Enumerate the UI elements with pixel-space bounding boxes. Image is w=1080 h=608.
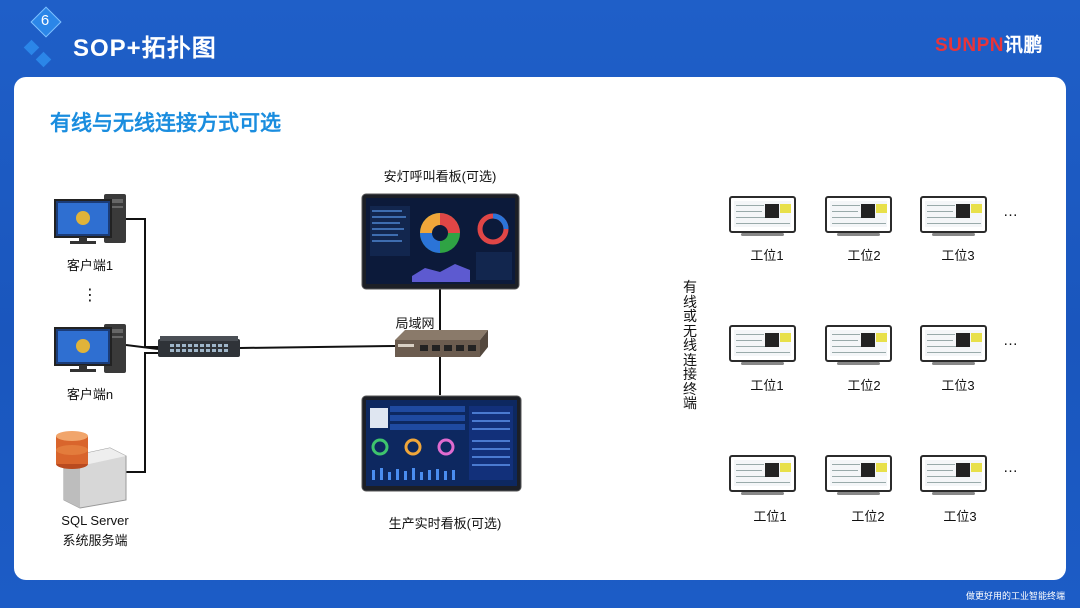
station-terminal-icon [729, 196, 796, 236]
station-terminal-icon [825, 455, 892, 495]
client-pc-n-icon [54, 324, 126, 373]
more-stations-ellipsis: … [1003, 332, 1018, 349]
station-terminal-icon [729, 325, 796, 365]
client-n-label: 客户端n [66, 387, 114, 402]
terminal-connection-label: 有线或无线连接终端 [683, 279, 697, 411]
server-label-line2: 系统服务端 [62, 533, 128, 548]
network-lines [125, 218, 441, 473]
andon-board-label: 安灯呼叫看板(可选) [383, 169, 497, 184]
router-icon [395, 330, 488, 357]
station-label: 工位3 [941, 248, 975, 263]
production-board-label: 生产实时看板(可选) [388, 516, 502, 531]
more-stations-ellipsis: … [1003, 459, 1018, 476]
station-label: 工位2 [847, 248, 881, 263]
station-terminal-icon [920, 196, 987, 236]
station-label: 工位3 [941, 378, 975, 393]
client-ellipsis: ⋮ [82, 287, 98, 304]
station-label: 工位1 [750, 378, 784, 393]
server-label-line1: SQL Server [61, 513, 129, 528]
network-switch-icon [158, 336, 240, 357]
more-stations-ellipsis: … [1003, 203, 1018, 220]
station-label: 工位1 [753, 509, 787, 524]
section-number-badge: 6 [30, 6, 62, 38]
station-label: 工位2 [851, 509, 885, 524]
client-pc-1-icon [54, 194, 126, 244]
station-label: 工位2 [847, 378, 881, 393]
database-server-icon [56, 431, 127, 509]
client-1-label: 客户端1 [66, 258, 114, 273]
lan-label: 局域网 [395, 316, 435, 331]
page-title: SOP+拓扑图 [73, 35, 217, 62]
logo-latin: SUNPN [935, 35, 1005, 56]
station-terminal-icon [920, 325, 987, 365]
logo-cn: 讯鹏 [1004, 35, 1044, 56]
station-label: 工位3 [943, 509, 977, 524]
footer-slogan: 做更好用的工业智能终端 [966, 591, 1066, 601]
section-subtitle: 有线与无线连接方式可选 [50, 112, 281, 135]
production-board-display-icon [361, 395, 522, 492]
station-terminal-icon [920, 455, 987, 495]
andon-board-display-icon [361, 193, 520, 290]
station-terminal-icon [825, 325, 892, 365]
brand-logo: SUNPN讯鹏 [935, 30, 1043, 57]
station-terminal-icon [729, 455, 796, 495]
station-label: 工位1 [750, 248, 784, 263]
station-terminal-icon [825, 196, 892, 236]
